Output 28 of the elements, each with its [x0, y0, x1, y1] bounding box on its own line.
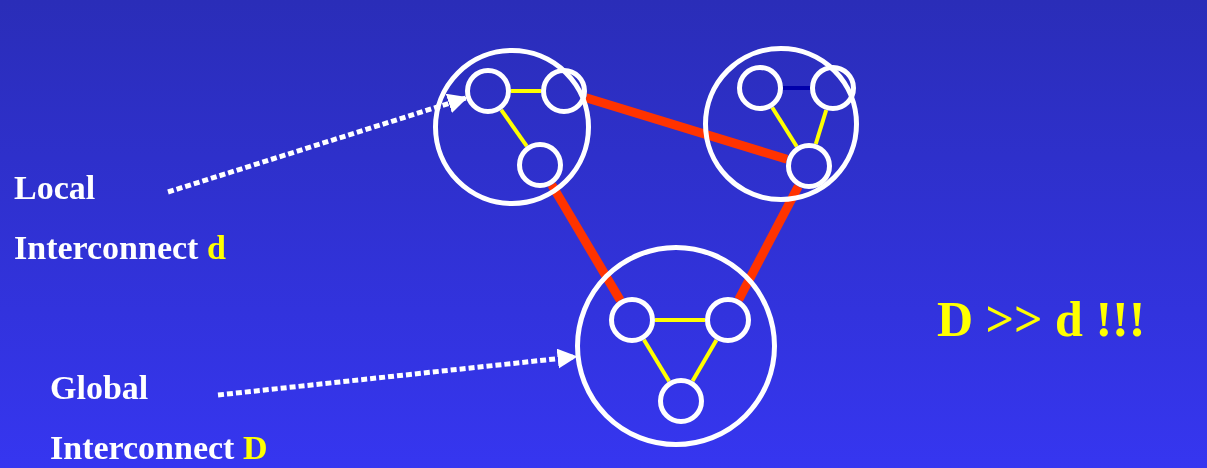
node-circle	[786, 143, 832, 189]
leader-arrow	[167, 93, 468, 195]
connector-line	[655, 318, 705, 322]
connector-line	[783, 86, 810, 90]
node-circle	[465, 68, 511, 114]
node-circle	[541, 68, 587, 114]
connector-line	[734, 184, 803, 302]
node-circle	[609, 297, 655, 343]
connector-line	[584, 93, 789, 164]
note-text: D >> d !!!	[937, 290, 1146, 348]
node-circle	[737, 65, 783, 111]
connector-line	[690, 338, 719, 383]
node-circle	[658, 378, 704, 424]
connector-line	[499, 108, 529, 148]
node-circle	[517, 142, 563, 188]
callout-text: Local Interconnect d	[14, 158, 254, 278]
connector-line	[642, 338, 671, 383]
connector-line	[770, 106, 799, 148]
connector-line	[511, 89, 541, 93]
cluster-circle	[433, 48, 591, 206]
cluster-circle	[703, 46, 859, 202]
connector-line	[813, 109, 829, 145]
node-circle	[810, 65, 856, 111]
node-circle	[705, 297, 751, 343]
callout-text: Global Interconnect D	[50, 358, 290, 468]
leader-arrow	[217, 348, 578, 398]
cluster-circle	[575, 245, 777, 447]
connector-line	[547, 182, 625, 303]
